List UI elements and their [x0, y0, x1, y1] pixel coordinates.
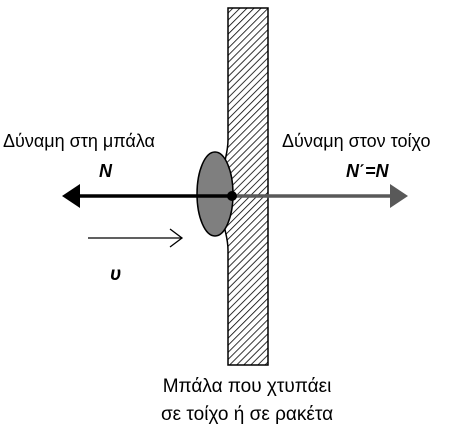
velocity-symbol: υ	[110, 264, 121, 285]
force-on-ball-label: Δύναμη στη μπάλα	[3, 131, 155, 151]
contact-point	[227, 191, 237, 201]
force-on-wall-symbol: N΄=N	[346, 161, 390, 181]
force-on-wall-arrow-head	[390, 184, 408, 208]
force-on-wall-label: Δύναμη στον τοίχο	[282, 131, 430, 151]
caption-line-1: Μπάλα που χτυπάει	[163, 376, 332, 397]
force-on-ball-symbol: N	[99, 161, 113, 181]
force-on-ball-arrow-head	[62, 184, 80, 208]
caption-line-2: σε τοίχο ή σε ρακέτα	[161, 404, 333, 425]
